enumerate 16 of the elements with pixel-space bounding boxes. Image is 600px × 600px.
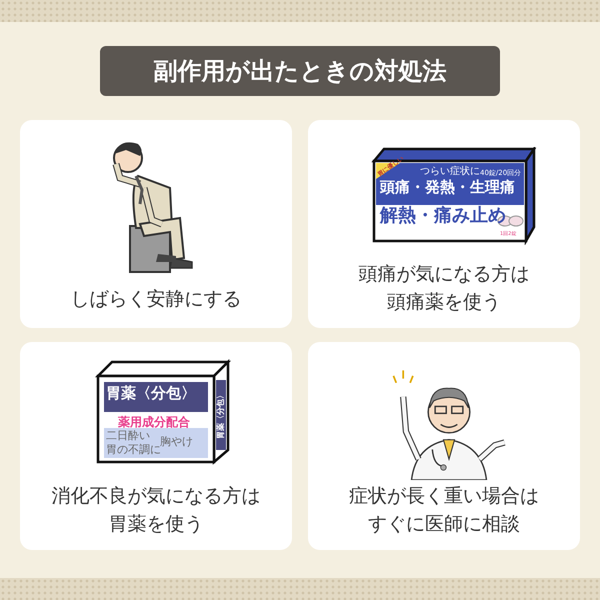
caption-text: 消化不良が気になる方は胃薬を使う	[50, 484, 262, 537]
package-text: 胃薬〈分包〉	[106, 386, 196, 401]
caption-text: しばらく安静にする	[70, 287, 242, 312]
package-text: 解熱・痛み止め	[380, 207, 506, 225]
package-text: 二日酔い	[106, 430, 150, 441]
package-text: 胃の不調に	[106, 444, 161, 455]
package-text: 胃薬〈分包〉	[217, 391, 225, 439]
caption-text: 症状が長く重い場合はすぐに医師に相談	[348, 484, 540, 537]
package-text: つらい症状に	[420, 167, 480, 177]
package-text: 薬用成分配合	[118, 416, 190, 428]
package-text: 胸やけ	[160, 436, 193, 447]
card	[20, 120, 292, 328]
caption-text: 頭痛が気になる方は頭痛薬を使う	[358, 262, 530, 315]
title-banner: 副作用が出たときの対処法	[100, 46, 500, 96]
card	[308, 342, 580, 550]
package-text: 頭痛・発熱・生理痛	[380, 180, 515, 195]
